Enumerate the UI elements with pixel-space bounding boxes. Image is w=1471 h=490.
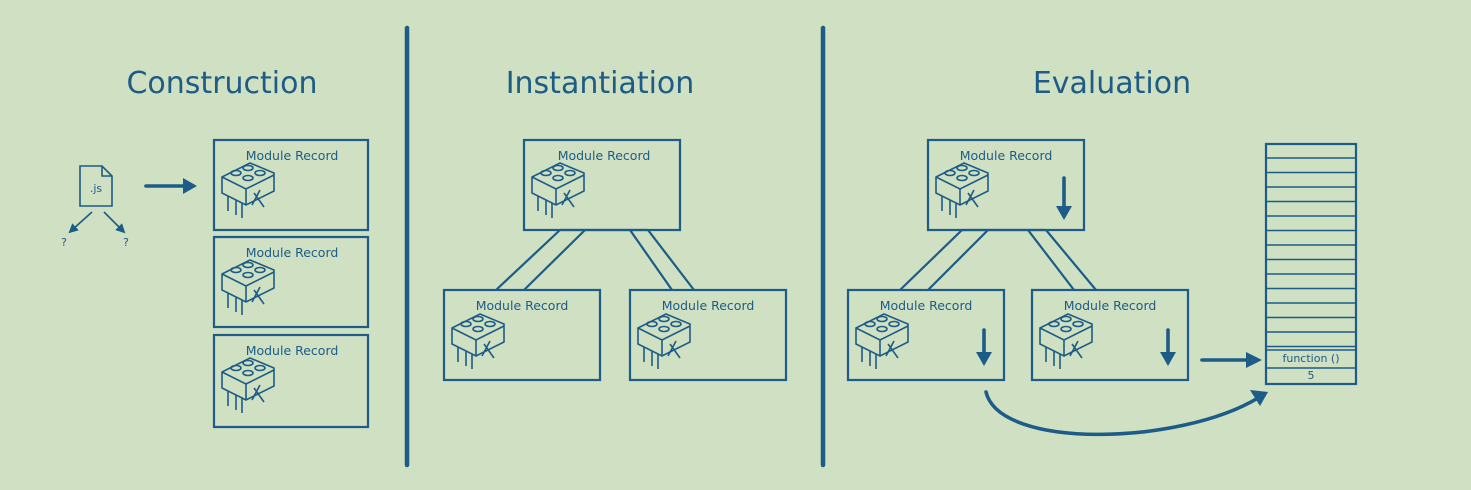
brick-icon: [1039, 313, 1093, 370]
module-record-instantiation-left: Module Record: [442, 288, 602, 382]
module-record-label: Module Record: [1064, 298, 1157, 313]
module-record-label: Module Record: [476, 298, 569, 313]
memory-cell-value: 5: [1308, 369, 1315, 382]
brick-icon: [221, 259, 275, 316]
panel-title-instantiation: Instantiation: [506, 66, 695, 101]
module-record-label: Module Record: [662, 298, 755, 313]
write-arrow-head: [1246, 352, 1262, 368]
evaluation-tree-connector: [899, 228, 1097, 291]
module-record-label: Module Record: [246, 148, 339, 163]
module-record-evaluation-root: Module Record: [926, 138, 1086, 232]
module-record-label: Module Record: [960, 148, 1053, 163]
brick-icon: [637, 313, 691, 370]
question-mark-left: ?: [61, 236, 67, 249]
module-record-instantiation-root: Module Record: [522, 138, 682, 232]
memory-cell-function: function (): [1282, 352, 1339, 365]
question-mark-right: ?: [123, 236, 129, 249]
module-record-instantiation-right: Module Record: [628, 288, 788, 382]
module-record-construction-2: Module Record: [212, 235, 370, 329]
module-record-evaluation-right: Module Record: [1030, 288, 1190, 382]
memory-stack: function () 5: [1264, 142, 1358, 386]
brick-icon: [935, 162, 989, 219]
brick-icon: [855, 313, 909, 370]
down-arrow-head: [1056, 206, 1072, 220]
brick-icon: [221, 162, 275, 219]
brick-icon: [221, 357, 275, 414]
module-record-evaluation-left: Module Record: [846, 288, 1006, 382]
js-file-icon: .js: [79, 165, 113, 207]
module-record-label: Module Record: [558, 148, 651, 163]
down-arrow-head: [976, 352, 992, 366]
module-record-construction-3: Module Record: [212, 333, 370, 429]
brick-icon: [451, 313, 505, 370]
module-record-label: Module Record: [246, 245, 339, 260]
panel-title-evaluation: Evaluation: [1033, 66, 1191, 101]
module-record-construction-1: Module Record: [212, 138, 370, 232]
fork-arrow-right: [103, 211, 126, 234]
brick-icon: [531, 162, 585, 219]
curved-write-arrow: [984, 390, 1260, 437]
curved-write-arrow-head: [1250, 390, 1268, 406]
fetch-arrow-head: [183, 178, 197, 194]
panel-title-construction: Construction: [126, 66, 317, 101]
module-record-label: Module Record: [246, 343, 339, 358]
down-arrow-head: [1160, 352, 1176, 366]
module-record-label: Module Record: [880, 298, 973, 313]
fork-arrow-left: [68, 211, 93, 234]
js-file-label: .js: [90, 182, 103, 195]
instantiation-tree-connector: [495, 228, 695, 291]
